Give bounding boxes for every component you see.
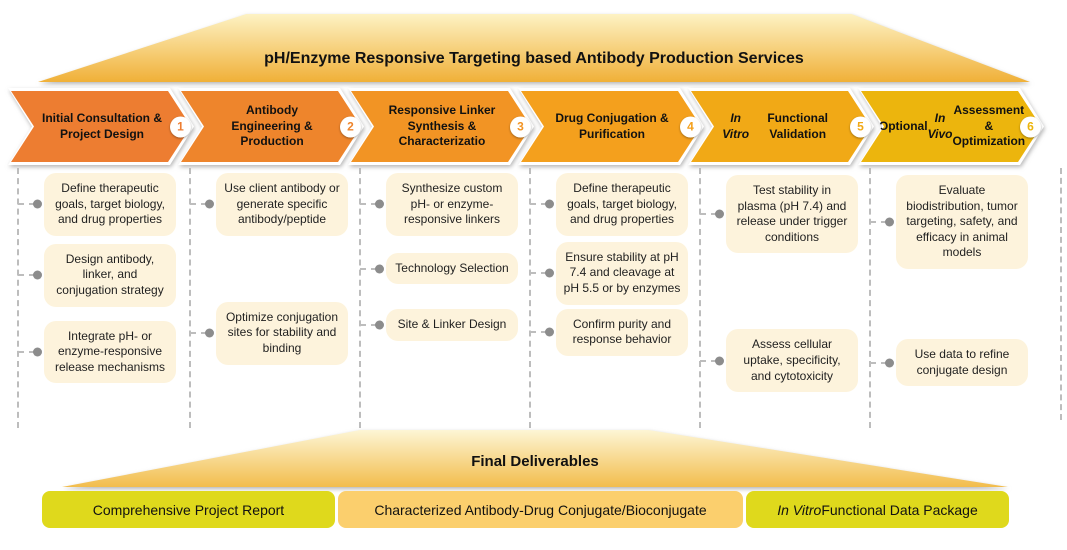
task-item: Assess cellular uptake, specificity, and… <box>700 329 858 393</box>
task-item: Technology Selection <box>360 252 518 285</box>
step-number-6: 6 <box>1020 116 1041 137</box>
step-3-title: Responsive Linker Synthesis & Characteri… <box>388 103 496 149</box>
step-arrow-6: Optional In Vivo Assessment & Optimizati… <box>858 88 1044 165</box>
task-item: Evaluate biodistribution, tumor targetin… <box>870 175 1028 269</box>
final-deliverables-title: Final Deliverables <box>471 453 599 470</box>
step-arrow-3: Responsive Linker Synthesis & Characteri… <box>348 88 534 165</box>
step-number-5: 5 <box>850 116 871 137</box>
deliverables-row: Comprehensive Project Report Characteriz… <box>42 491 1009 528</box>
banner-title: pH/Enzyme Responsive Targeting based Ant… <box>264 50 804 67</box>
task-item: Confirm purity and response behavior <box>530 308 688 356</box>
arrow-shape <box>691 91 871 162</box>
step-number-1: 1 <box>170 116 191 137</box>
task-item: Optimize conjugation sites for stability… <box>190 301 348 365</box>
task-item: Synthesize custom pH- or enzyme-responsi… <box>360 173 518 236</box>
deliverable-2: Characterized Antibody-Drug Conjugate/Bi… <box>338 491 743 528</box>
step-1-column: Define therapeutic goals, target biology… <box>17 168 187 430</box>
banner-trapezoid: pH/Enzyme Responsive Targeting based Ant… <box>38 14 1030 82</box>
step-2-title: Antibody Engineering & Production <box>231 103 313 149</box>
deliverable-1: Comprehensive Project Report <box>42 491 335 528</box>
step-4-column: Define therapeutic goals, target biology… <box>529 168 699 430</box>
step-arrow-4: Drug Conjugation & Purification 4 <box>518 88 704 165</box>
task-item: Integrate pH- or enzyme-responsive relea… <box>18 320 176 384</box>
banner-wrap: pH/Enzyme Responsive Targeting based Ant… <box>38 14 1030 82</box>
step-6-title: Optional In Vivo Assessment & Optimizati… <box>878 103 1026 149</box>
step-arrow-2: Antibody Engineering & Production 2 <box>178 88 364 165</box>
step-number-4: 4 <box>680 116 701 137</box>
task-item: Define therapeutic goals, target biology… <box>18 173 176 236</box>
dashed-line-end <box>1060 168 1062 420</box>
footer-wrap: Final Deliverables <box>62 430 1008 487</box>
task-item: Ensure stability at pH 7.4 and cleavage … <box>530 241 688 305</box>
step-arrow-1: Initial Consultation & Project Design 1 <box>8 88 194 165</box>
task-item: Use data to refine conjugate design <box>870 338 1028 387</box>
process-arrows-row: Initial Consultation & Project Design 1 … <box>0 88 1067 165</box>
step-2-column: Use client antibody or generate specific… <box>189 168 359 430</box>
final-deliverables-trapezoid: Final Deliverables <box>62 430 1008 487</box>
step-arrow-5: In Vitro Functional Validation 5 <box>688 88 874 165</box>
arrow-shape <box>11 91 191 162</box>
step-5-column: Test stability in plasma (pH 7.4) and re… <box>699 168 869 430</box>
arrow-shape <box>521 91 701 162</box>
step-number-2: 2 <box>340 116 361 137</box>
task-item: Define therapeutic goals, target biology… <box>530 173 688 236</box>
deliverable-3: In Vitro Functional Data Package <box>746 491 1009 528</box>
task-item: Test stability in plasma (pH 7.4) and re… <box>700 175 858 254</box>
step-5-title: In Vitro Functional Validation <box>722 111 829 141</box>
step-4-title: Drug Conjugation & Purification <box>555 111 669 141</box>
task-item: Design antibody, linker, and conjugation… <box>18 243 176 307</box>
step-number-3: 3 <box>510 116 531 137</box>
arrow-shape <box>181 91 361 162</box>
step-6-column: Evaluate biodistribution, tumor targetin… <box>869 168 1039 430</box>
task-item: Site & Linker Design <box>360 309 518 341</box>
step-1-title: Initial Consultation & Project Design <box>42 111 162 141</box>
step-3-column: Synthesize custom pH- or enzyme-responsi… <box>359 168 529 430</box>
arrow-shape <box>351 91 531 162</box>
task-item: Use client antibody or generate specific… <box>190 173 348 236</box>
arrow-shape <box>861 91 1041 162</box>
